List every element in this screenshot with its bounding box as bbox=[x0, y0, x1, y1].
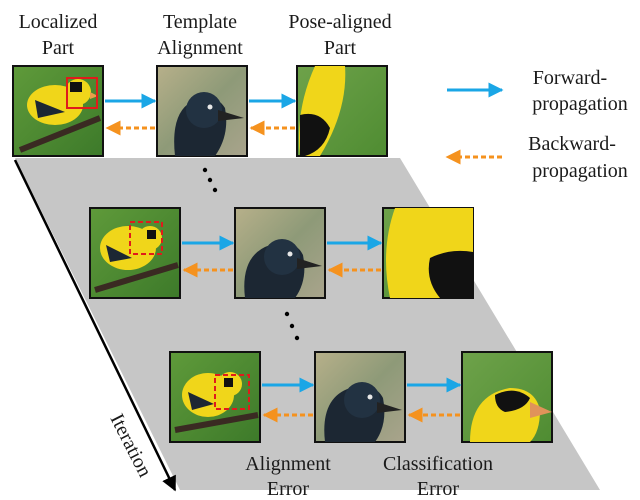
header-template-alignment-line2: Alignment bbox=[157, 37, 243, 59]
row2-localized-image bbox=[89, 207, 181, 299]
row3-pose-aligned-image bbox=[461, 351, 553, 443]
legend-forward-line2: propagation bbox=[532, 93, 628, 115]
row2-pose-aligned-image bbox=[382, 207, 474, 299]
legend-forward-line1: Forward- bbox=[533, 67, 607, 89]
row1-part-box bbox=[66, 77, 98, 109]
ellipsis-dots-1 bbox=[202, 167, 218, 193]
legend-backward-line2: propagation bbox=[532, 160, 628, 182]
ellipsis-dots-2 bbox=[284, 311, 300, 341]
alignment-error-line2: Error bbox=[267, 478, 310, 500]
iteration-axis-arrow bbox=[13, 159, 177, 492]
row3-template-image bbox=[314, 351, 406, 443]
classification-error-line2: Error bbox=[417, 478, 460, 500]
header-localized-part-line1: Localized bbox=[19, 11, 98, 33]
row3-localized-image bbox=[169, 351, 261, 443]
legend-backward-line1: Backward- bbox=[528, 133, 616, 155]
header-template-alignment-line1: Template bbox=[163, 11, 237, 33]
row2-template-image bbox=[234, 207, 326, 299]
classification-error-line1: Classification bbox=[383, 453, 493, 475]
row1-localized-image bbox=[12, 65, 104, 157]
row1-template-image bbox=[156, 65, 248, 157]
row1-pose-aligned-image bbox=[296, 65, 388, 157]
header-pose-aligned-part-line1: Pose-aligned bbox=[288, 11, 391, 33]
alignment-error-line1: Alignment bbox=[245, 453, 331, 475]
row3-part-box bbox=[214, 374, 250, 410]
header-localized-part-line2: Part bbox=[42, 37, 75, 59]
header-pose-aligned-part-line2: Part bbox=[324, 37, 357, 59]
row2-part-box bbox=[129, 221, 163, 255]
